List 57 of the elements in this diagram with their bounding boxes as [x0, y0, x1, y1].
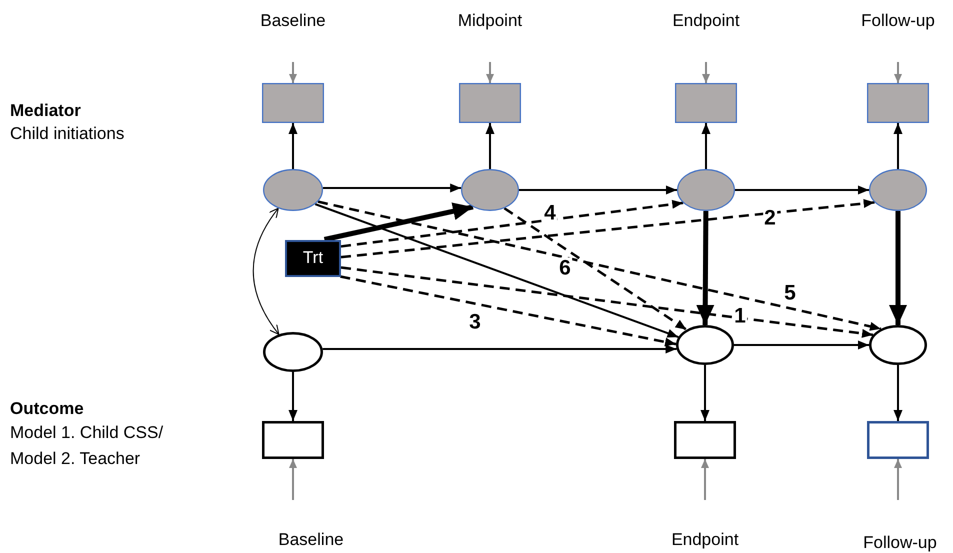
arrow	[700, 365, 710, 421]
arrow	[889, 211, 907, 325]
arrow	[504, 207, 688, 331]
arrow	[288, 123, 298, 169]
text-label: Midpoint	[458, 10, 522, 32]
text-label: Baseline	[278, 529, 344, 551]
text-label: Follow-up	[861, 10, 935, 32]
text-label: Endpoint	[671, 529, 739, 551]
arrow	[289, 62, 297, 83]
arrow	[894, 62, 902, 83]
text-label: Endpoint	[672, 10, 740, 32]
text-label: Child initiations	[10, 123, 124, 145]
section-heading: Outcome	[10, 398, 84, 420]
treatment-box: Trt	[285, 240, 341, 276]
arrow	[486, 62, 494, 83]
rect-node	[867, 421, 929, 459]
rect-node	[262, 83, 324, 123]
arrow	[894, 459, 902, 500]
ellipse-node	[676, 325, 734, 365]
arrow	[289, 459, 297, 500]
rect-node	[867, 83, 929, 123]
arrow	[314, 203, 679, 338]
arrow	[340, 266, 874, 338]
arrow	[702, 123, 710, 169]
arrow	[340, 199, 875, 258]
arrow	[734, 340, 869, 350]
arrow	[340, 200, 684, 248]
arrow	[318, 200, 882, 331]
rect-node	[262, 421, 324, 459]
arrow	[340, 275, 676, 346]
curved-arrow	[252, 208, 280, 335]
arrow	[701, 459, 709, 500]
text-label: Follow-up	[863, 532, 937, 553]
arrow	[486, 123, 494, 169]
arrow	[288, 372, 298, 421]
ellipse-node	[263, 332, 323, 372]
arrow	[322, 184, 462, 192]
ellipse-node	[869, 325, 927, 365]
text-label: Model 1. Child CSS/ Model 2. Teacher	[10, 422, 164, 470]
rect-node	[674, 421, 736, 459]
arrow	[894, 365, 902, 421]
ellipse-node	[677, 169, 735, 211]
arrow	[696, 210, 714, 326]
ellipse-node	[461, 169, 519, 211]
ellipse-node	[869, 169, 927, 211]
arrow	[324, 202, 474, 242]
ellipse-node	[263, 169, 323, 211]
section-heading: Mediator	[10, 100, 81, 122]
arrow	[735, 186, 869, 194]
arrow	[322, 344, 677, 354]
arrow	[519, 186, 677, 194]
arrow	[702, 62, 710, 83]
arrow	[894, 123, 902, 169]
rect-node	[675, 83, 737, 123]
rect-node	[459, 83, 521, 123]
text-label: Baseline	[260, 10, 326, 32]
edge-label: 4	[543, 202, 557, 224]
